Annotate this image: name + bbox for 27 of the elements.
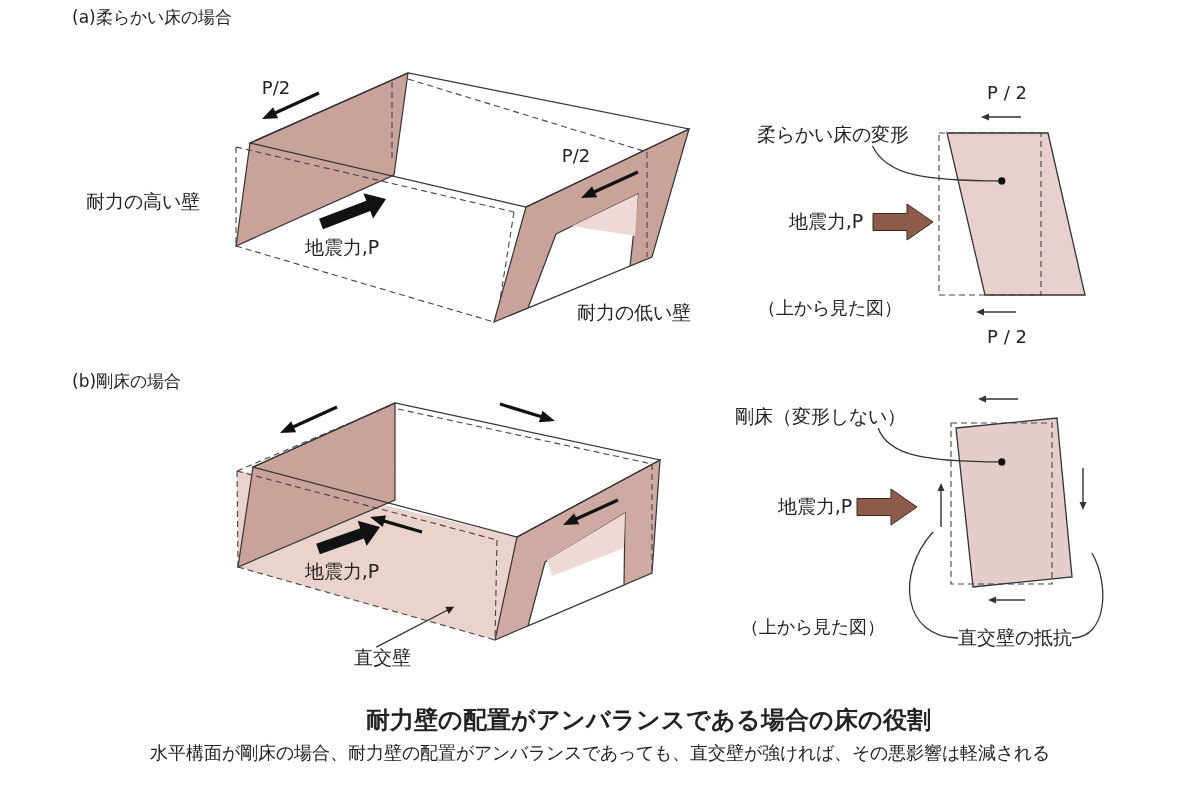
callout-label: 剛床（変形しない）	[734, 406, 906, 428]
force-label: 地震力,P	[304, 561, 380, 583]
force-label: P/2	[561, 145, 591, 167]
force-label: 地震力,P	[788, 211, 864, 233]
wall-label: 耐力の低い壁	[577, 302, 691, 324]
callout-label: 直交壁	[353, 647, 411, 669]
force-label: P / 2	[987, 82, 1027, 104]
force-label: P / 2	[987, 326, 1027, 348]
panel-heading: (b)剛床の場合	[72, 372, 182, 392]
callout-label: 直交壁の抵抗	[958, 627, 1072, 649]
floor-plan	[938, 132, 1086, 296]
leader-line	[908, 531, 959, 639]
wall-label: 耐力の高い壁	[86, 191, 200, 213]
leader-line	[877, 427, 1006, 466]
figure-title: 耐力壁の配置がアンバランスである場合の床の役割	[365, 707, 931, 735]
leader-line	[1071, 552, 1104, 639]
figure-caption: 水平構面が剛床の場合、耐力壁の配置がアンバランスであっても、直交壁が強ければ、その悪影響は軽減される	[150, 742, 1050, 764]
view-note: （上から見た図）	[741, 616, 885, 638]
panel-heading: (a)柔らかい床の場合	[72, 8, 232, 28]
force-label: 地震力,P	[777, 496, 853, 518]
view-note: （上から見た図）	[758, 297, 902, 319]
leader-line	[375, 606, 455, 648]
floor-plan	[950, 417, 1073, 588]
callout-label: 柔らかい床の変形	[757, 124, 909, 146]
leader-line	[871, 145, 1006, 185]
force-label: P/2	[261, 77, 291, 99]
force-label: 地震力,P	[304, 237, 380, 259]
